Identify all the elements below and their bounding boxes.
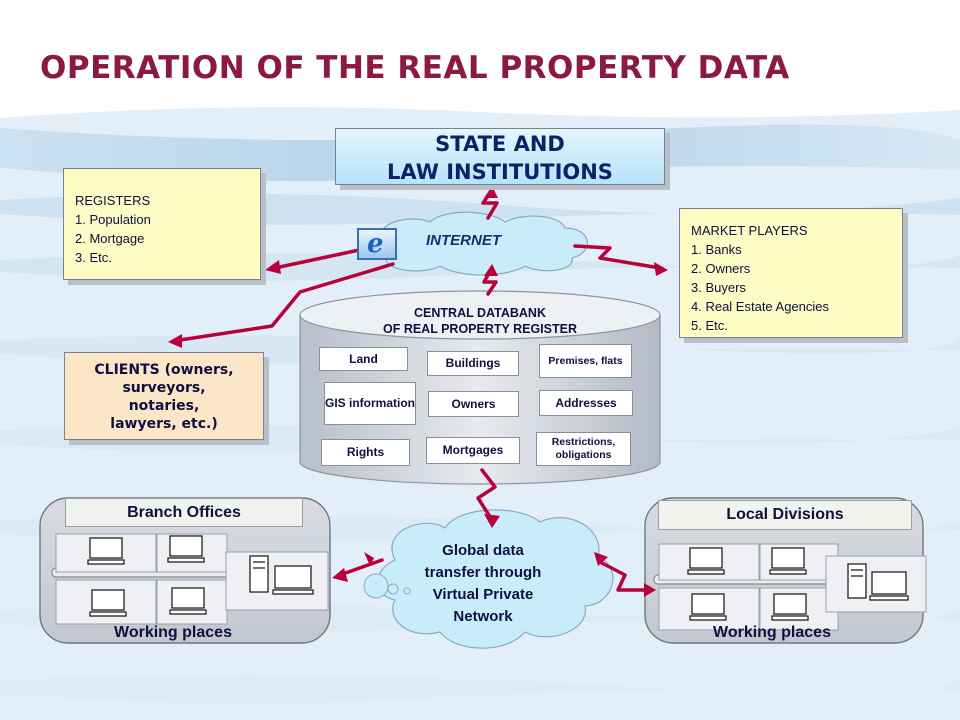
branch-offices-header: Branch Offices [65,498,303,527]
list-item: 1. Population [75,212,151,227]
monitor-icon [87,535,909,621]
branch-working-places-label: Working places [114,624,232,641]
global-transfer-label: Global data transfer through Virtual Pri… [398,540,568,628]
clients-line: notaries, [128,398,200,414]
cell-addresses: Addresses [539,390,633,416]
clients-box: CLIENTS (owners, surveyors, notaries, la… [64,352,264,440]
arrow-heads [168,186,668,597]
server-tower-icon [249,555,867,599]
clients-line: lawyers, etc.) [110,416,218,432]
state-law-institutions-box: STATE AND LAW INSTITUTIONS [335,128,665,185]
list-item: 4. Real Estate Agencies [691,299,830,314]
registers-box: REGISTERS 1. Population 2. Mortgage 3. E… [63,168,261,280]
cell-mortgages: Mortgages [426,437,520,464]
list-item: 5. Etc. [691,318,728,333]
list-item: 3. Etc. [75,250,112,265]
global-line: Global data [442,542,524,559]
registers-heading: REGISTERS [75,193,151,208]
internet-cloud [374,211,589,276]
local-divisions-header: Local Divisions [658,500,912,530]
state-line-1: STATE AND [435,132,565,156]
internet-label: INTERNET [426,232,501,249]
global-line: Virtual Private [432,586,534,603]
page-title: OPERATION OF THE REAL PROPERTY DATA [40,50,790,86]
cell-land: Land [319,347,408,371]
list-item: 2. Mortgage [75,231,145,246]
cell-buildings: Buildings [427,351,519,376]
databank-title-line-1: CENTRAL DATABANK [414,306,546,320]
clients-line: surveyors, [122,380,206,396]
cell-owners: Owners [428,391,519,417]
global-line: Network [453,608,513,625]
cell-rights: Rights [321,439,410,466]
cell-premises: Premises, flats [539,344,632,378]
global-line: transfer through [424,564,542,581]
market-players-box: MARKET PLAYERS 1. Banks 2. Owners 3. Buy… [679,208,903,338]
internet-explorer-icon: e [357,228,397,260]
cell-gis: GIS information [324,382,416,425]
databank-title-line-2: OF REAL PROPERTY REGISTER [382,322,577,336]
local-working-places-label: Working places [713,624,831,641]
market-heading: MARKET PLAYERS [691,223,808,238]
global-network-cloud [377,509,614,649]
clients-line: CLIENTS (owners, [94,362,234,378]
central-databank-title: CENTRAL DATABANK OF REAL PROPERTY REGIST… [300,305,660,337]
list-item: 2. Owners [691,261,751,276]
list-item: 1. Banks [691,242,742,257]
list-item: 3. Buyers [691,280,746,295]
cell-restrictions: Restrictions, obligations [536,432,631,466]
state-line-2: LAW INSTITUTIONS [387,160,613,184]
